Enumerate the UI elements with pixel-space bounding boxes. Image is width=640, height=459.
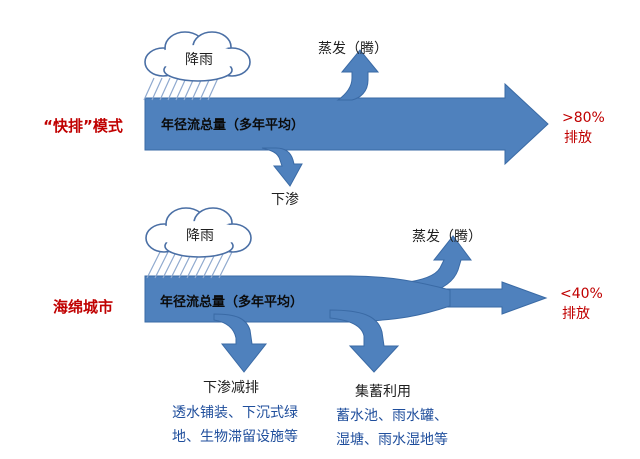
fast-drain-evaporation-label: 蒸发（腾） [318, 40, 388, 57]
sponge-infiltration-title: 下渗减排 [203, 380, 259, 396]
fast-drain-rain-label: 降雨 [185, 52, 213, 68]
sponge-infiltration-line1: 透水铺装、下沉式绿 [172, 405, 298, 421]
sponge-rain-label: 降雨 [186, 228, 214, 244]
sponge-evaporation-label: 蒸发（腾） [412, 228, 482, 245]
sponge-runoff-label: 年径流总量（多年平均） [160, 294, 303, 310]
fast-drain-infiltration-branch [261, 147, 303, 187]
sponge-discharge-label: 排放 [562, 306, 590, 322]
sponge-storage-branch [329, 309, 400, 373]
sponge-infiltration-line2: 地、生物滞留设施等 [172, 428, 298, 445]
fast-drain-discharge-label: 排放 [564, 130, 592, 146]
sponge-storage-line2: 湿塘、雨水湿地等 [336, 431, 448, 448]
sponge-city-section: 降雨 海绵城市 年径流总量（多年平均） 蒸发（腾） <40% 排放 下渗减排 透… [53, 207, 603, 448]
sponge-storage-line1: 蓄水池、雨水罐、 [336, 408, 448, 424]
fast-drain-main-flow [144, 82, 549, 166]
fast-drain-evaporation-branch [336, 49, 380, 101]
fast-drain-rain [143, 77, 219, 101]
sponge-discharge-pct: <40% [560, 286, 603, 302]
fast-drain-runoff-label: 年径流总量（多年平均） [161, 117, 304, 133]
fast-drain-discharge-pct: >80% [562, 110, 605, 126]
fast-drain-section: 降雨 “快排”模式 年径流总量（多年平均） 蒸发（腾） 下渗 >80% 排放 [43, 31, 605, 208]
sponge-mode-label: 海绵城市 [53, 298, 113, 316]
sponge-infiltration-branch [213, 313, 268, 373]
sponge-discharge-flow [444, 281, 548, 315]
sponge-storage-title: 集蓄利用 [355, 383, 411, 400]
fast-drain-mode-label: “快排”模式 [43, 117, 123, 135]
fast-drain-infiltration-label: 下渗 [271, 192, 299, 208]
